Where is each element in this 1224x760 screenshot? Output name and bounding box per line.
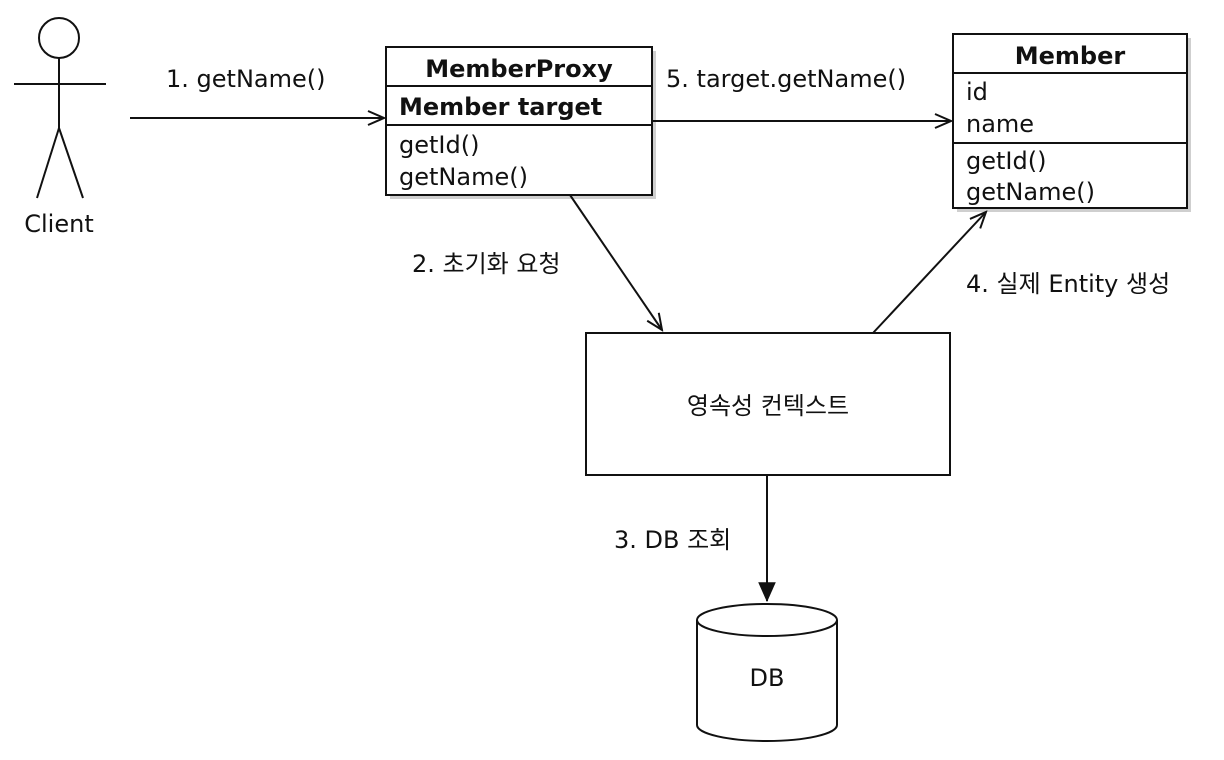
member-title: Member	[1015, 42, 1126, 70]
client-actor: Client	[14, 17, 106, 238]
arrow-step-4	[872, 212, 986, 334]
member-proxy-method-0: getId()	[399, 131, 479, 159]
member-method-1: getName()	[966, 178, 1095, 206]
member-method-0: getId()	[966, 147, 1046, 175]
member-field-0: id	[966, 78, 988, 106]
member-proxy-title: MemberProxy	[425, 55, 613, 83]
step-5-label: 5. target.getName()	[666, 65, 906, 93]
step-1-label: 1. getName()	[166, 65, 325, 93]
actor-right-leg	[58, 127, 84, 199]
step-4-label: 4. 실제 Entity 생성	[966, 270, 1170, 298]
db-body	[696, 620, 838, 742]
database-cylinder: DB	[696, 603, 838, 742]
persistence-context-box	[585, 332, 951, 476]
arrow-step-2	[569, 194, 662, 330]
db-label: DB	[750, 664, 785, 692]
member-class: Member id name getId() getName()	[952, 33, 1191, 212]
step-3-label: 3. DB 조회	[614, 526, 731, 554]
actor-head	[38, 17, 80, 59]
member-proxy-class: MemberProxy Member target getId() getNam…	[385, 46, 656, 199]
db-top	[696, 603, 838, 637]
step-2-label: 2. 초기화 요청	[412, 250, 561, 278]
actor-label: Client	[24, 210, 93, 238]
member-proxy-box	[385, 46, 653, 196]
member-field-1: name	[966, 110, 1034, 138]
member-proxy-method-1: getName()	[399, 163, 528, 191]
member-box	[952, 33, 1188, 209]
persistence-context: 영속성 컨텍스트	[585, 332, 951, 476]
persistence-context-label: 영속성 컨텍스트	[687, 392, 849, 420]
actor-left-leg	[36, 127, 60, 199]
member-proxy-field: Member target	[399, 93, 602, 121]
